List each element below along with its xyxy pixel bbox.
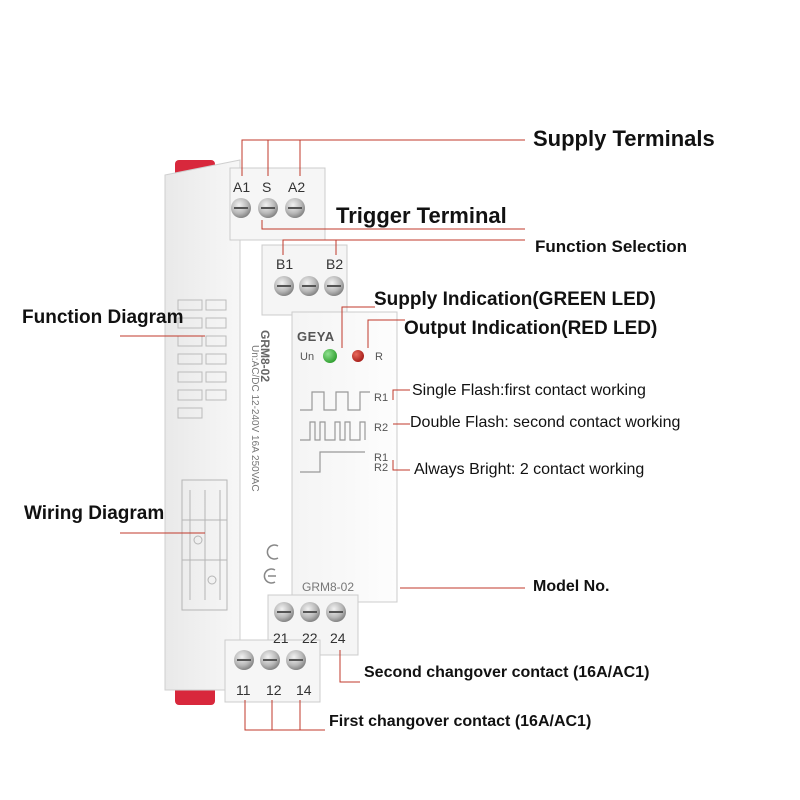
terminal-label-a2: A2 [288, 179, 306, 195]
callout-second-changeover: Second changover contact (16A/AC1) [364, 664, 650, 681]
waveform-label-r1: R1 [374, 392, 389, 404]
side-spec-text: Un:AC/DC 12-240V 16A 250VAC [249, 345, 260, 492]
waveform-diagrams [300, 391, 370, 473]
terminal-label-21: 21 [273, 630, 289, 646]
terminal-label-24: 24 [330, 630, 346, 646]
terminal-label-12: 12 [266, 682, 282, 698]
side-model-text: GRM8-02 [258, 330, 272, 383]
waveform-label-r2: R2 [374, 422, 389, 434]
terminal-label-b1: B1 [276, 256, 294, 272]
led-label-un: Un [300, 351, 315, 363]
callout-supply-terminals: Supply Terminals [533, 126, 715, 151]
callout-function-selection: Function Selection [535, 237, 688, 256]
side-wiring-diagram [181, 479, 228, 611]
side-function-diagram [177, 299, 227, 419]
green-led [323, 349, 337, 363]
bottom-upper-screws [274, 602, 346, 622]
terminal-label-22: 22 [302, 630, 318, 646]
waveform-label-r1b: R1 [374, 452, 389, 464]
brand-logo: GEYA [297, 329, 335, 344]
terminal-label-b2: B2 [326, 256, 344, 272]
callout-always-bright: Always Bright: 2 contact working [414, 461, 645, 478]
terminal-label-11: 11 [236, 682, 251, 698]
callout-trigger-terminal: Trigger Terminal [336, 203, 507, 228]
callout-output-indication: Output Indication(RED LED) [404, 318, 658, 339]
top-screws [231, 198, 305, 218]
relay-front-panel [291, 311, 398, 603]
callout-single-flash: Single Flash:first contact working [412, 382, 646, 399]
ce-mark [263, 544, 279, 584]
function-screws [274, 276, 344, 296]
callout-function-diagram: Function Diagram [22, 307, 184, 328]
red-led [352, 350, 364, 362]
waveform-label-r2b: R2 [374, 462, 389, 474]
callout-supply-indication: Supply Indication(GREEN LED) [374, 289, 656, 310]
callout-model-no: Model No. [533, 578, 610, 595]
led-label-r: R [375, 351, 383, 363]
callout-first-changeover: First changover contact (16A/AC1) [329, 713, 592, 730]
callout-wiring-diagram: Wiring Diagram [24, 503, 165, 524]
callout-double-flash: Double Flash: second contact working [410, 414, 681, 431]
terminal-label-14: 14 [296, 682, 312, 698]
bottom-lower-screws [234, 650, 306, 670]
model-number-label: GRM8-02 [302, 580, 355, 594]
leader-lines [120, 139, 525, 731]
terminal-label-s: S [262, 179, 272, 195]
terminal-label-a1: A1 [233, 179, 251, 195]
